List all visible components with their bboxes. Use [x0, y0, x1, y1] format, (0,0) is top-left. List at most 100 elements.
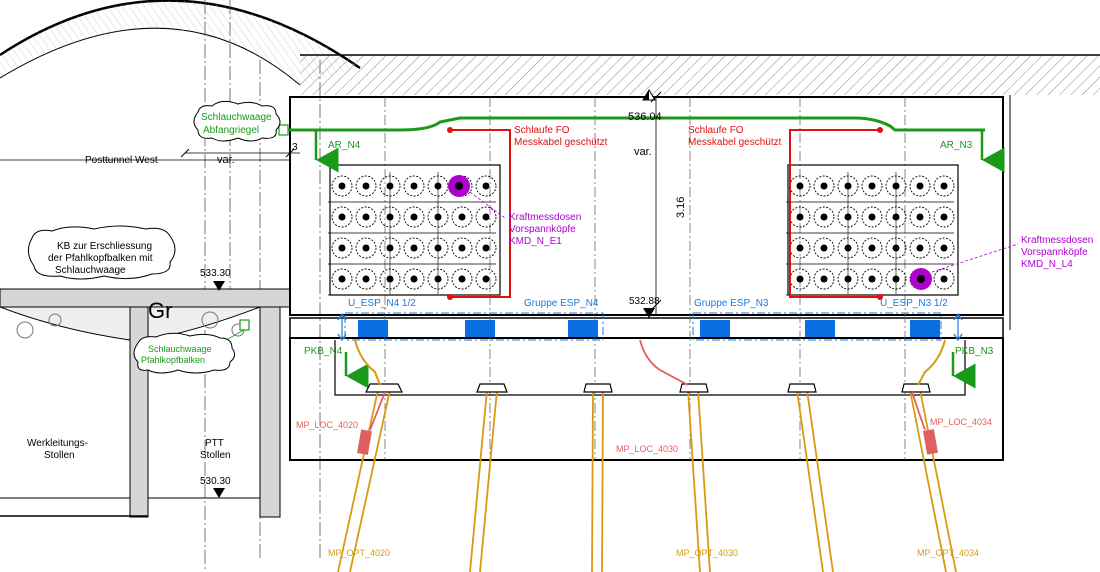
- gr-label: Gr: [148, 298, 172, 323]
- right-anchor-head: [789, 237, 811, 259]
- right-anchor-head: [861, 237, 883, 259]
- cloud-kb: [28, 225, 176, 280]
- right-anchor-head: [813, 237, 835, 259]
- anchor-group-right: [786, 164, 959, 296]
- right-anchor-core: [820, 244, 828, 252]
- pkb-n3-label: PKB_N3: [955, 346, 994, 357]
- left-anchor-head: [355, 268, 377, 290]
- left-anchor-head: [451, 237, 473, 259]
- dimension-316: [650, 91, 662, 315]
- tunnel-arch: [0, 0, 361, 86]
- u-esp-n3-label: U_ESP_N3 1/2: [880, 298, 948, 309]
- schlauchwaage-abfang-line-1: Schlauchwaage: [201, 112, 272, 123]
- schlaufe-left-line-1: Schlaufe FO: [514, 125, 570, 136]
- right-anchor-core: [940, 213, 948, 221]
- cloud-pfahlkopfbalken: [133, 332, 236, 374]
- kmd-right-line-2: Vorspannköpfe: [1021, 247, 1088, 258]
- cloud-abfangriegel: [193, 100, 281, 142]
- left-anchor-core: [338, 182, 346, 190]
- kmd-left-line-3: KMD_N_E1: [509, 236, 562, 247]
- ar-n4-label: AR_N4: [328, 140, 361, 151]
- mp-opt-4034-label: MP_OPT_4034: [917, 548, 979, 558]
- right-anchor-core: [820, 275, 828, 283]
- left-anchor-core: [482, 182, 490, 190]
- ptt-line-1: PTT: [205, 438, 224, 449]
- left-anchor-head: [355, 175, 377, 197]
- elevation-530: 530.30: [200, 476, 231, 487]
- elevation-top: 536.04: [628, 111, 662, 123]
- kmd-marker-left: [448, 175, 506, 219]
- opt-cables: [354, 339, 946, 386]
- elevation-markers: [213, 89, 656, 498]
- top-ground: [300, 54, 1100, 330]
- piles: [337, 389, 957, 572]
- left-anchor-core: [362, 213, 370, 221]
- schlauchwaage-line: [225, 116, 1005, 389]
- right-anchor-head: [789, 206, 811, 228]
- right-anchor-core: [796, 275, 804, 283]
- left-anchor-head: [451, 206, 473, 228]
- right-anchor-core: [868, 244, 876, 252]
- kmd-right-line-3: KMD_N_L4: [1021, 259, 1073, 270]
- left-anchor-head: [475, 206, 497, 228]
- right-anchor-core: [796, 213, 804, 221]
- mp-loc-4020-label: MP_LOC_4020: [296, 420, 358, 430]
- right-anchor-core: [868, 213, 876, 221]
- elevation-532: 532.88: [629, 296, 660, 307]
- right-anchor-core: [916, 213, 924, 221]
- anchor-group-left: [328, 164, 501, 296]
- left-anchor-core: [482, 275, 490, 283]
- left-anchor-head: [331, 268, 353, 290]
- left-anchor-core: [410, 275, 418, 283]
- fo-cable-dots: [447, 127, 883, 300]
- left-anchor-core: [410, 182, 418, 190]
- gruppe-esp-n3-label: Gruppe ESP_N3: [694, 298, 769, 309]
- left-anchor-core: [338, 244, 346, 252]
- mp-loc-4030-label: MP_LOC_4030: [616, 444, 678, 454]
- pkb-n4-label: PKB_N4: [304, 346, 343, 357]
- right-anchor-head: [933, 237, 955, 259]
- schlaufe-right-line-1: Schlaufe FO: [688, 125, 744, 136]
- schlaufe-right-line-2: Messkabel geschützt: [688, 137, 782, 148]
- right-anchor-head: [933, 175, 955, 197]
- right-anchor-core: [820, 182, 828, 190]
- right-anchor-head: [933, 268, 955, 290]
- left-anchor-core: [482, 213, 490, 221]
- right-anchor-head: [909, 175, 931, 197]
- schlauchwaage-abfang-line-2: Abfangriegel: [203, 125, 259, 136]
- left-anchor-core: [458, 213, 466, 221]
- right-anchor-head: [861, 268, 883, 290]
- mp-opt-4030-label: MP_OPT_4030: [676, 548, 738, 558]
- var-mid-label: var.: [634, 146, 652, 158]
- kmd-marker-right: [910, 243, 1019, 290]
- loc-sensors: [356, 339, 938, 455]
- gruppe-esp-n4-label: Gruppe ESP_N4: [524, 298, 599, 309]
- left-anchor-head: [403, 206, 425, 228]
- right-anchor-head: [861, 175, 883, 197]
- left-anchor-head: [403, 268, 425, 290]
- left-anchor-head: [403, 237, 425, 259]
- right-anchor-head: [789, 268, 811, 290]
- dim-3-label: 3: [292, 142, 298, 153]
- kmd-left-line-2: Vorspannköpfe: [509, 224, 576, 235]
- right-anchor-head: [861, 206, 883, 228]
- right-anchor-core: [940, 244, 948, 252]
- schlaufe-left-line-2: Messkabel geschützt: [514, 137, 608, 148]
- schlauchwaage-pfahl-line-1: Schlauchwaage: [148, 344, 212, 354]
- ar-n3-label: AR_N3: [940, 140, 973, 151]
- left-anchor-head: [475, 237, 497, 259]
- right-anchor-head: [909, 237, 931, 259]
- right-anchor-head: [813, 268, 835, 290]
- kmd-right-line-1: Kraftmessdosen: [1021, 235, 1093, 246]
- right-anchor-core: [868, 275, 876, 283]
- left-anchor-core: [410, 244, 418, 252]
- pile-caps: [365, 383, 931, 393]
- right-anchor-core: [820, 213, 828, 221]
- werkleitungs-line-1: Werkleitungs-: [27, 438, 88, 449]
- left-anchor-core: [338, 213, 346, 221]
- right-anchor-core: [940, 182, 948, 190]
- left-anchor-core: [458, 244, 466, 252]
- left-anchor-head: [451, 268, 473, 290]
- left-anchor-core: [410, 213, 418, 221]
